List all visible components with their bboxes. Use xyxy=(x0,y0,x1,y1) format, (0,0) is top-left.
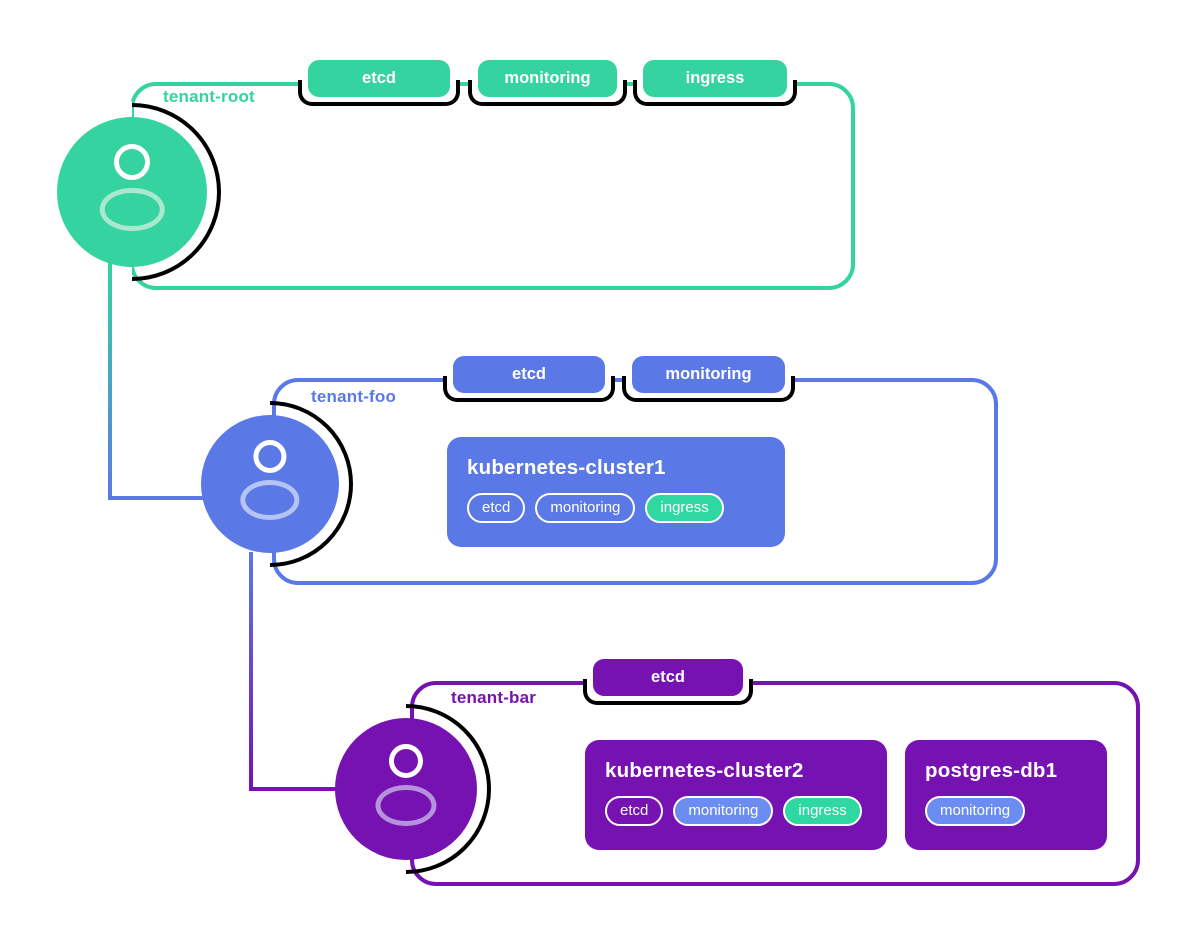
resource-title: kubernetes-cluster2 xyxy=(605,759,804,782)
tenant-root-tag-ingress: ingress xyxy=(643,60,787,97)
tenant-foo-label: tenant-foo xyxy=(311,387,397,406)
tenant-root-label: tenant-root xyxy=(163,87,255,106)
pill-ingress: ingress xyxy=(645,493,724,523)
pill-monitoring: monitoring xyxy=(673,796,774,826)
pill-etcd: etcd xyxy=(467,493,526,523)
connector-foo-bar-vertical xyxy=(249,552,253,791)
resource-pills: etcd monitoring ingress xyxy=(605,796,867,826)
connector-root-foo-horizontal xyxy=(108,496,206,500)
user-icon xyxy=(114,144,150,180)
tenant-bar-tag-etcd: etcd xyxy=(593,659,743,696)
tenant-foo-tag-etcd: etcd xyxy=(453,356,605,393)
tenant-bar-label: tenant-bar xyxy=(451,688,537,707)
user-icon xyxy=(388,743,424,778)
pill-monitoring: monitoring xyxy=(535,493,636,523)
tenant-foo-tag-monitoring: monitoring xyxy=(632,356,785,393)
tenant-root-box xyxy=(130,82,855,290)
tenant-bar-avatar xyxy=(335,718,477,860)
user-icon-torso xyxy=(375,784,437,826)
user-icon-torso xyxy=(99,187,165,231)
resource-pills: monitoring xyxy=(925,796,1087,826)
pill-monitoring: monitoring xyxy=(925,796,1026,826)
resource-title: kubernetes-cluster1 xyxy=(467,456,666,479)
user-icon xyxy=(253,439,287,473)
pill-etcd: etcd xyxy=(605,796,664,826)
resource-card-kubernetes-cluster2: kubernetes-cluster2 etcd monitoring ingr… xyxy=(585,740,887,850)
resource-card-kubernetes-cluster1: kubernetes-cluster1 etcd monitoring ingr… xyxy=(447,437,785,547)
resource-card-postgres-db1: postgres-db1 monitoring xyxy=(905,740,1107,850)
resource-title: postgres-db1 xyxy=(925,759,1058,782)
tenant-root-avatar xyxy=(57,117,207,267)
connector-foo-bar-horizontal xyxy=(249,787,342,791)
user-icon-torso xyxy=(240,479,300,520)
pill-ingress: ingress xyxy=(783,796,862,826)
resource-pills: etcd monitoring ingress xyxy=(467,493,765,523)
tenant-root-tag-monitoring: monitoring xyxy=(478,60,617,97)
connector-root-foo-vertical xyxy=(108,262,112,500)
tenant-root-tag-etcd: etcd xyxy=(308,60,450,97)
tenant-foo-avatar xyxy=(201,415,339,553)
